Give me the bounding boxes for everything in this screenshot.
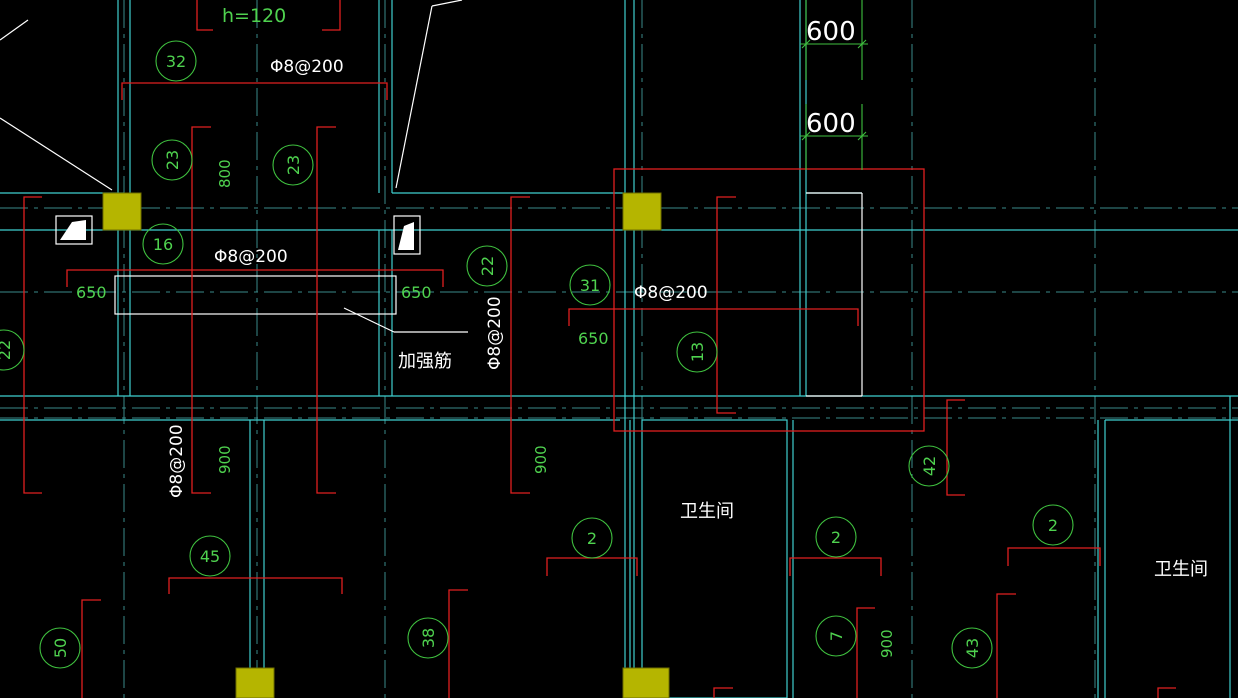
mark-7: 7 [827, 631, 846, 641]
rebar-spec-middle: Φ8@200 [214, 247, 288, 267]
mark-38: 38 [419, 628, 438, 648]
mark-circles [0, 40, 1074, 669]
mark-22-left: 22 [0, 340, 14, 360]
rebar-length-650-right: 650 [401, 283, 432, 302]
column-4 [622, 667, 670, 698]
mark-2-b: 2 [831, 528, 841, 547]
reinforcement-note: 加强筋 [398, 351, 452, 372]
shaft-outline [0, 0, 863, 397]
room-label-toilet-1: 卫生间 [680, 501, 734, 522]
rebar-spec-vertical-left: Φ8@200 [167, 424, 187, 498]
rebar-length-650-left: 650 [76, 283, 107, 302]
column-3 [235, 667, 275, 698]
rebar-length-900-b: 900 [532, 445, 550, 474]
rebar-lines [23, 0, 1176, 698]
mark-22-center: 22 [478, 256, 497, 276]
rebar-spec-vertical-right: Φ8@200 [485, 296, 505, 370]
dimension-lines [800, 0, 868, 170]
mark-23-left: 23 [163, 150, 182, 170]
dimension-600-mid: 600 [806, 109, 856, 139]
mark-16: 16 [153, 235, 173, 254]
mark-2-a: 2 [587, 529, 597, 548]
rebar-length-800: 800 [216, 159, 234, 188]
columns [102, 192, 670, 698]
dimension-600-top: 600 [806, 17, 856, 47]
mark-numbers: 32 23 23 16 22 22 31 13 42 2 2 2 45 50 3… [0, 52, 1058, 658]
mark-31: 31 [580, 276, 600, 295]
mark-45: 45 [200, 547, 220, 566]
column-2 [622, 192, 662, 231]
mark-32: 32 [166, 52, 186, 71]
mark-2-c: 2 [1048, 516, 1058, 535]
rebar-spec-right: Φ8@200 [634, 283, 708, 303]
window-symbols [55, 215, 421, 255]
mark-50: 50 [51, 638, 70, 658]
rebar-length-900-a: 900 [216, 445, 234, 474]
slab-thickness-label: h=120 [222, 5, 286, 27]
rebar-spec-top: Φ8@200 [270, 57, 344, 77]
column-1 [102, 192, 142, 231]
rebar-length-900-c: 900 [878, 629, 896, 658]
mark-13: 13 [688, 342, 707, 362]
rebar-length-650-center: 650 [578, 329, 609, 348]
mark-43: 43 [963, 638, 982, 658]
room-label-toilet-2: 卫生间 [1154, 559, 1208, 580]
mark-23-right: 23 [284, 155, 303, 175]
mark-42: 42 [920, 456, 939, 476]
